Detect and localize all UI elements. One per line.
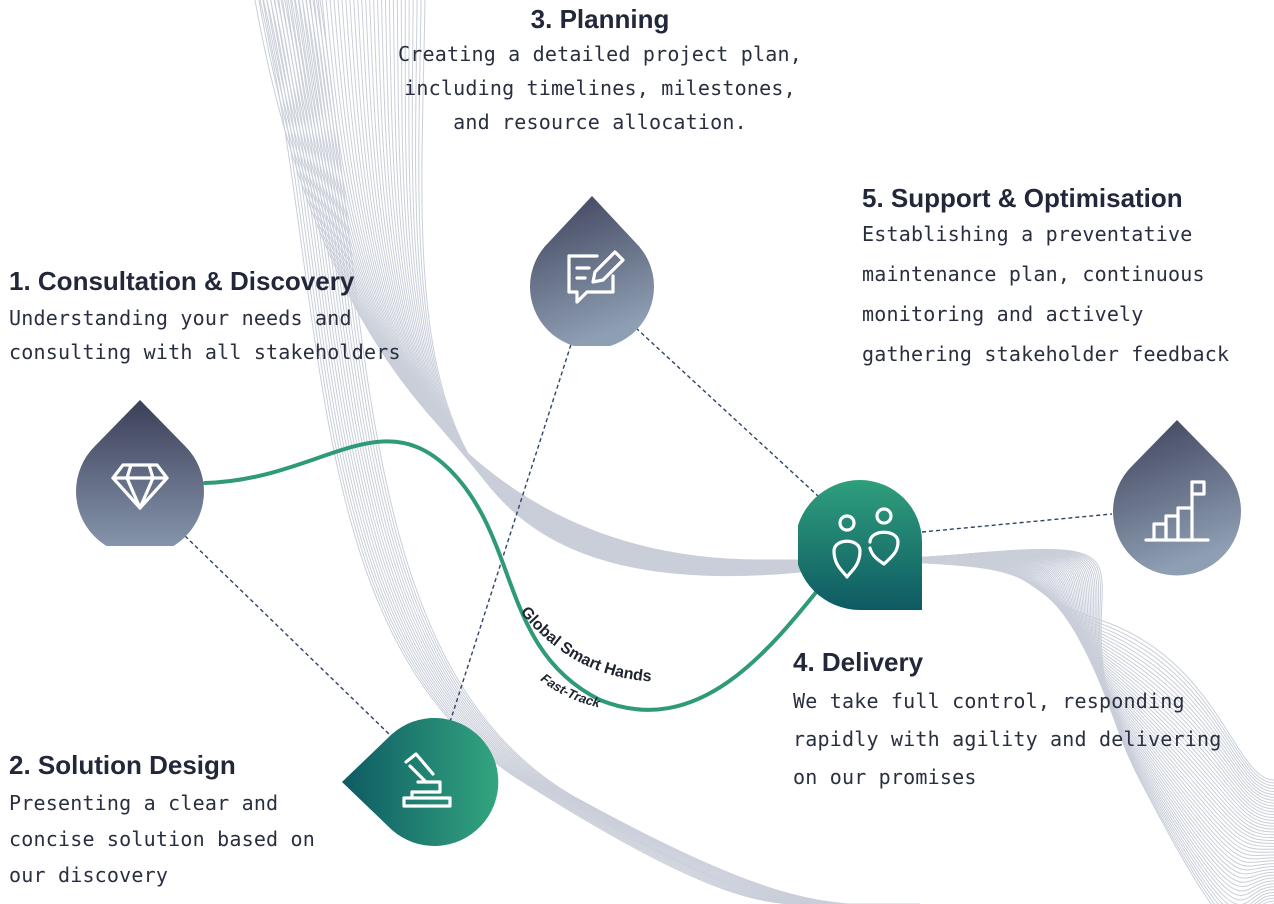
step-5-text: 5. Support & Optimisation Establishing a… [862, 183, 1229, 374]
step-5-line: maintenance plan, continuous [862, 262, 1205, 287]
people-icon [798, 480, 922, 610]
wave-line [291, 0, 883, 904]
step-2-text: 2. Solution Design Presenting a clear an… [9, 750, 315, 893]
step-2-line: Presenting a clear and [9, 791, 279, 816]
wave-line [266, 0, 850, 904]
connector-step3-step4 [635, 327, 819, 497]
wave-line [277, 0, 864, 904]
wave-line [284, 0, 873, 904]
step-4-line: on our promises [793, 765, 977, 790]
wave-line [280, 0, 869, 904]
step-3-text: 3. Planning Creating a detailed project … [370, 4, 830, 139]
step-2-title: 2. Solution Design [9, 750, 236, 780]
step-1-description: Understanding your needs and consulting … [9, 301, 401, 369]
step-4-line: We take full control, responding [793, 689, 1185, 714]
wave-line [298, 0, 892, 904]
step-1-title: 1. Consultation & Discovery [9, 266, 355, 296]
wave-line [319, 0, 920, 904]
step-1-drop [75, 396, 205, 546]
step-3-line: and resource allocation. [453, 110, 747, 135]
step-5-description: Establishing a preventative maintenance … [862, 214, 1229, 374]
step-5-title: 5. Support & Optimisation [862, 183, 1183, 213]
step-2-line: our discovery [9, 863, 169, 888]
step-4-drop [798, 476, 928, 610]
growth-flag-icon [1113, 420, 1241, 576]
wave-line [294, 0, 888, 904]
step-3-drop [527, 196, 657, 346]
wave-line [259, 0, 840, 904]
path-label-sub: Fast-Track [538, 670, 602, 710]
fast-track-path [203, 439, 832, 712]
wave-line [305, 0, 902, 904]
step-1-line: Understanding your needs and [9, 306, 352, 331]
wave-line [263, 0, 845, 904]
step-3-line: Creating a detailed project plan, [398, 42, 802, 67]
wave-line [287, 0, 878, 904]
step-2-line: concise solution based on [9, 827, 316, 852]
step-4-line: rapidly with agility and delivering [793, 727, 1222, 752]
step-4-title: 4. Delivery [793, 647, 924, 677]
step-3-title: 3. Planning [530, 4, 670, 34]
decorative-wave-lines [254, 0, 1274, 904]
step-5-line: gathering stakeholder feedback [862, 342, 1230, 367]
diamond-icon [76, 400, 204, 546]
design-tool-icon [342, 718, 499, 846]
step-5-drop [1112, 418, 1242, 576]
step-2-description: Presenting a clear and concise solution … [9, 785, 315, 893]
step-5-line: Establishing a preventative [862, 222, 1193, 247]
connector-step4-step5 [921, 513, 1113, 533]
wave-line [270, 0, 855, 904]
connector-step2-step3 [449, 331, 576, 723]
wave-line [301, 0, 897, 904]
step-1-text: 1. Consultation & Discovery Understandin… [9, 266, 401, 369]
step-2-drop [340, 716, 499, 846]
step-1-line: consulting with all stakeholders [9, 340, 401, 365]
wave-line [308, 0, 906, 904]
step-4-text: 4. Delivery We take full control, respon… [793, 647, 1221, 796]
step-4-description: We take full control, responding rapidly… [793, 682, 1221, 796]
dashed-connector-lines [184, 327, 1113, 736]
wave-line [421, 0, 1274, 904]
step-3-line: including timelines, milestones, [404, 76, 796, 101]
step-5-line: monitoring and actively [862, 302, 1144, 327]
connector-step1-step2 [184, 535, 391, 736]
step-3-description: Creating a detailed project plan, includ… [370, 37, 830, 139]
edit-note-icon [530, 196, 654, 346]
